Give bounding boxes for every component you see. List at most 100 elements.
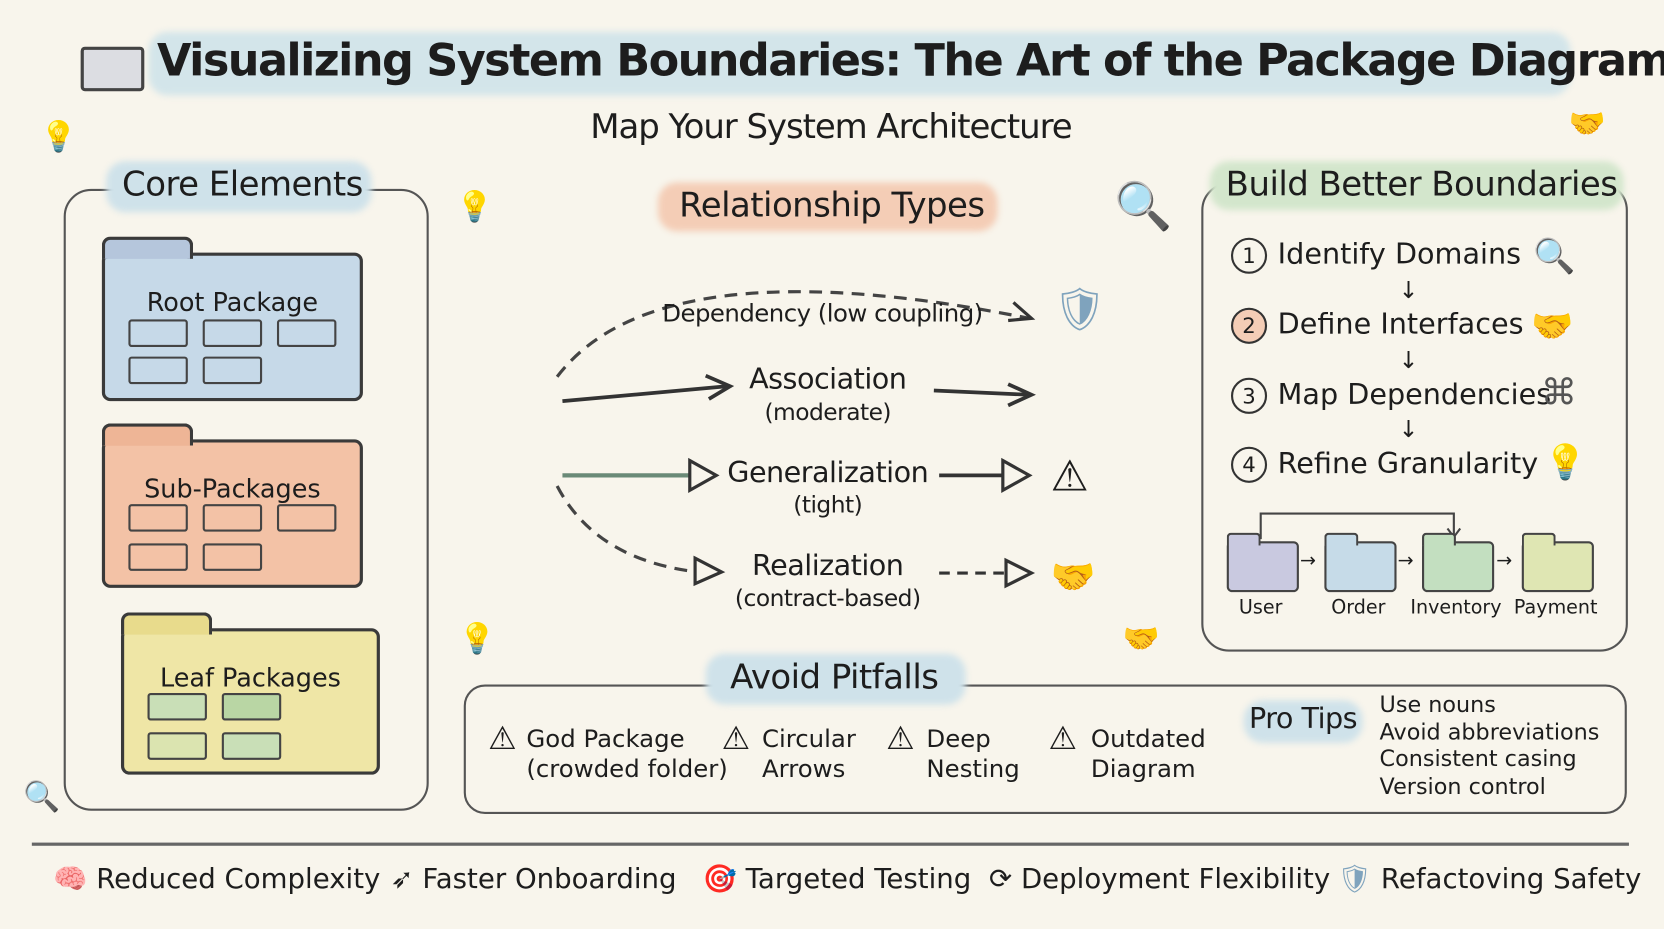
magnifier-icon: 🔍	[1533, 235, 1576, 276]
user-package	[1226, 532, 1299, 593]
warning-icon: ⚠	[1050, 452, 1089, 501]
handshake-icon: 🤝	[1531, 305, 1574, 346]
network-icon: ⌘	[1540, 371, 1577, 414]
heading-wash	[657, 182, 998, 232]
warning-icon: ⚠	[886, 720, 915, 758]
footer-divider	[31, 842, 1629, 846]
benefit-label: Faster Onboarding	[422, 863, 677, 896]
order-label: Order	[1331, 596, 1386, 619]
boundaries-heading: Build Better Boundaries	[1225, 163, 1618, 204]
benefit-targeted-testing: 🎯 Targeted Testing	[703, 864, 972, 896]
leaf-packages-label: Leaf Packages	[159, 663, 341, 693]
benefit-reduced-complexity: 🧠 Reduced Complexity	[53, 864, 380, 896]
step-label: Refine Granularity	[1277, 447, 1539, 481]
arrow: →	[1496, 549, 1512, 572]
generalization-label: Generalization	[727, 456, 929, 490]
down-arrow: ↓	[1398, 348, 1419, 375]
down-arrow: ↓	[1398, 417, 1419, 444]
inventory-label: Inventory	[1410, 596, 1502, 619]
subtitle: Map Your System Architecture	[590, 106, 1072, 147]
user-label: User	[1238, 596, 1283, 619]
pitfall-title: Circular	[761, 725, 856, 754]
inventory-package	[1422, 532, 1495, 593]
refresh-icon: ⟳	[989, 863, 1013, 896]
step-4: 4 Refine Granularity	[1230, 446, 1539, 483]
benefit-label: Refactoving Safety	[1380, 863, 1642, 896]
pitfall-god-package: ⚠ God Package(crowded folder)	[488, 720, 728, 784]
lightbulb-icon: 💡	[40, 118, 78, 154]
folder-icon	[80, 46, 145, 92]
association-arrow-right	[933, 388, 1030, 397]
pro-tips-heading: Pro Tips	[1249, 702, 1358, 736]
realization-detail: (contract-based)	[734, 585, 921, 613]
order-package	[1324, 532, 1397, 593]
pro-tips-list: Use nouns Avoid abbreviations Consistent…	[1380, 692, 1600, 800]
step-3: 3 Map Dependencies	[1230, 377, 1552, 414]
dependency-arrow	[555, 290, 1030, 378]
shield-icon: 🛡	[1052, 285, 1107, 335]
pro-tip: Use nouns	[1379, 691, 1496, 718]
magnifier-icon: 🔍	[23, 778, 61, 814]
warning-icon: ⚠	[1048, 720, 1078, 758]
shield-icon: 🛡	[1337, 863, 1373, 896]
magnifier-icon: 🔍	[1114, 179, 1173, 234]
root-package-label: Root Package	[146, 287, 319, 318]
heading-wash	[106, 161, 372, 213]
pitfall-detail: (crowded folder)	[526, 755, 728, 784]
title-wash	[148, 31, 1571, 96]
benefit-label: Deployment Flexibility	[1020, 863, 1331, 896]
pro-tip: Avoid abbreviations	[1379, 718, 1600, 745]
step-label: Map Dependencies	[1277, 378, 1552, 412]
handshake-icon: 🤝	[1050, 556, 1096, 599]
pitfall-title: Deep	[926, 725, 991, 754]
realization-arrow-left	[555, 485, 691, 573]
benefit-faster-onboarding: ➶ Faster Onboarding	[391, 864, 677, 896]
pitfall-detail: Nesting	[926, 755, 1020, 784]
benefit-label: Reduced Complexity	[96, 863, 381, 896]
handshake-icon: 🤝	[1568, 106, 1606, 142]
core-elements-heading: Core Elements	[122, 163, 363, 204]
warning-icon: ⚠	[721, 720, 751, 758]
heading-wash	[1209, 161, 1624, 211]
pitfall-title: God Package	[526, 725, 685, 754]
pitfalls-panel	[463, 684, 1627, 814]
pitfalls-heading: Avoid Pitfalls	[730, 656, 939, 698]
arrow: →	[1299, 549, 1316, 572]
step-number: 1	[1230, 237, 1268, 274]
dependency-label: Dependency (low coupling)	[662, 300, 983, 328]
benefit-deployment-flexibility: ⟳ Deployment Flexibility	[989, 864, 1330, 896]
pitfall-detail: Diagram	[1090, 755, 1196, 784]
step-number: 4	[1230, 446, 1268, 483]
lightbulb-icon: 💡	[456, 188, 494, 224]
pro-tip: Version control	[1379, 773, 1546, 799]
benefit-label: Targeted Testing	[745, 863, 972, 896]
association-arrow-left	[562, 384, 728, 403]
step-number: 3	[1230, 377, 1268, 414]
down-arrow: ↓	[1398, 278, 1419, 305]
heading-wash	[1243, 700, 1363, 743]
paper-plane-icon: ➶	[390, 863, 414, 896]
relationship-arrows	[555, 290, 1036, 589]
arrow: →	[1397, 549, 1414, 572]
payment-package	[1521, 532, 1594, 593]
step-1: 1 Identify Domains	[1230, 237, 1522, 274]
warning-icon: ⚠	[488, 720, 517, 758]
heading-wash	[705, 653, 966, 705]
page-title: Visualizing System Boundaries: The Art o…	[157, 33, 1664, 86]
benefit-refactoring-safety: 🛡 Refactoving Safety	[1337, 864, 1641, 896]
lightbulb-icon: 💡	[458, 620, 496, 656]
lightbulb-icon: 💡	[1544, 441, 1587, 482]
step-label: Identify Domains	[1277, 238, 1522, 272]
target-icon: 🎯	[702, 863, 737, 896]
association-label: Association	[749, 362, 907, 396]
realization-label: Realization	[752, 549, 904, 583]
root-package-folder: Root Package	[101, 236, 363, 402]
leaf-packages-folder: Leaf Packages	[120, 612, 380, 775]
generalization-detail: (tight)	[793, 492, 863, 519]
pitfall-title: Outdated	[1090, 725, 1206, 754]
pitfall-detail: Arrows	[761, 755, 846, 784]
